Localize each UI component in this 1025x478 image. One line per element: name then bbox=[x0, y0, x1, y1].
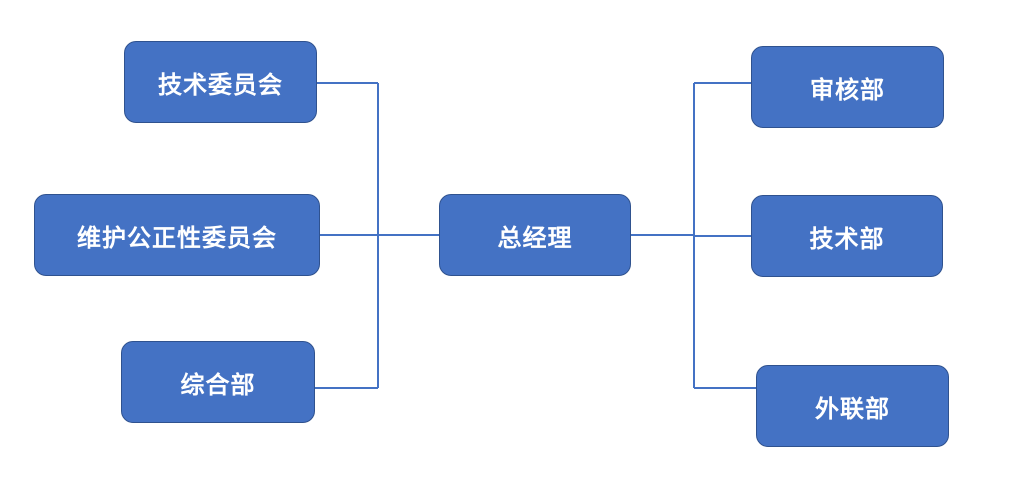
node-label: 维护公正性委员会 bbox=[77, 223, 277, 252]
node-technical-department: 技术部 bbox=[751, 195, 943, 277]
node-technical-committee: 技术委员会 bbox=[124, 41, 317, 123]
node-label: 综合部 bbox=[180, 370, 256, 399]
node-label: 外联部 bbox=[815, 394, 890, 423]
node-label: 审核部 bbox=[810, 75, 885, 104]
node-label: 技术委员会 bbox=[158, 70, 283, 99]
node-general-manager: 总经理 bbox=[439, 194, 631, 276]
node-label: 总经理 bbox=[497, 223, 573, 252]
node-audit-department: 审核部 bbox=[751, 46, 944, 128]
node-impartiality-committee: 维护公正性委员会 bbox=[34, 194, 320, 276]
node-external-relations-department: 外联部 bbox=[756, 365, 949, 447]
node-general-department: 综合部 bbox=[121, 341, 315, 423]
node-label: 技术部 bbox=[809, 224, 885, 253]
